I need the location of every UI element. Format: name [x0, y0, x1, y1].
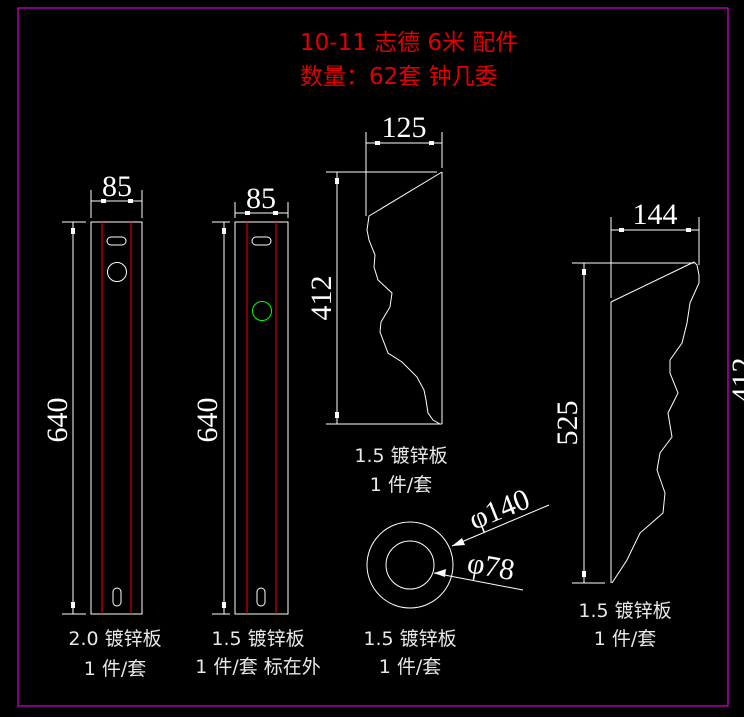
quantity-label: 1 件/套	[84, 658, 147, 680]
slot-hole	[251, 236, 272, 246]
slot-hole	[112, 587, 122, 607]
width-dimension: 85	[102, 170, 132, 203]
part-3-profile: 125 412 1.5 镀锌板 1 件/套	[305, 111, 448, 496]
part-5-profile: 144 525 1.5 镀锌板 1 件/套	[551, 198, 700, 650]
height-dimension: 640	[191, 398, 224, 443]
title-line-1: 10-11 志德 6米 配件	[300, 30, 518, 56]
slot-hole	[256, 587, 266, 607]
material-label: 1.5 镀锌板	[211, 628, 304, 650]
material-label: 2.0 镀锌板	[68, 628, 161, 650]
quantity-label: 1 件/套 标在外	[195, 656, 321, 678]
height-dimension: 525	[551, 401, 584, 446]
height-dimension: 640	[41, 398, 74, 443]
quantity-label: 1 件/套	[594, 628, 657, 650]
marked-hole	[252, 301, 272, 321]
quantity-label: 1 件/套	[370, 474, 433, 496]
width-dimension: 125	[382, 111, 427, 144]
height-dimension: 412	[305, 276, 338, 321]
clipped-dimension: 412	[726, 358, 744, 403]
inner-diameter-dimension: φ78	[465, 546, 517, 587]
width-dimension: 85	[246, 182, 276, 215]
part-1-plate: 85 640 2.0 镀锌板 1 件/套	[41, 170, 162, 680]
title-line-2: 数量：62套 钟几委	[300, 64, 498, 90]
slot-hole	[106, 236, 127, 246]
material-label: 1.5 镀锌板	[354, 445, 447, 467]
quantity-label: 1 件/套	[379, 656, 442, 678]
outer-diameter-dimension: φ140	[464, 483, 534, 537]
width-dimension: 144	[633, 198, 678, 231]
part-2-plate: 85 640 1.5 镀锌板 1 件/套 标在外	[191, 182, 321, 678]
part-4-ring: φ140 φ78 1.5 镀锌板 1 件/套	[363, 483, 550, 678]
material-label: 1.5 镀锌板	[578, 600, 671, 622]
material-label: 1.5 镀锌板	[363, 628, 456, 650]
round-hole	[107, 262, 127, 282]
drawing-border	[17, 7, 729, 707]
